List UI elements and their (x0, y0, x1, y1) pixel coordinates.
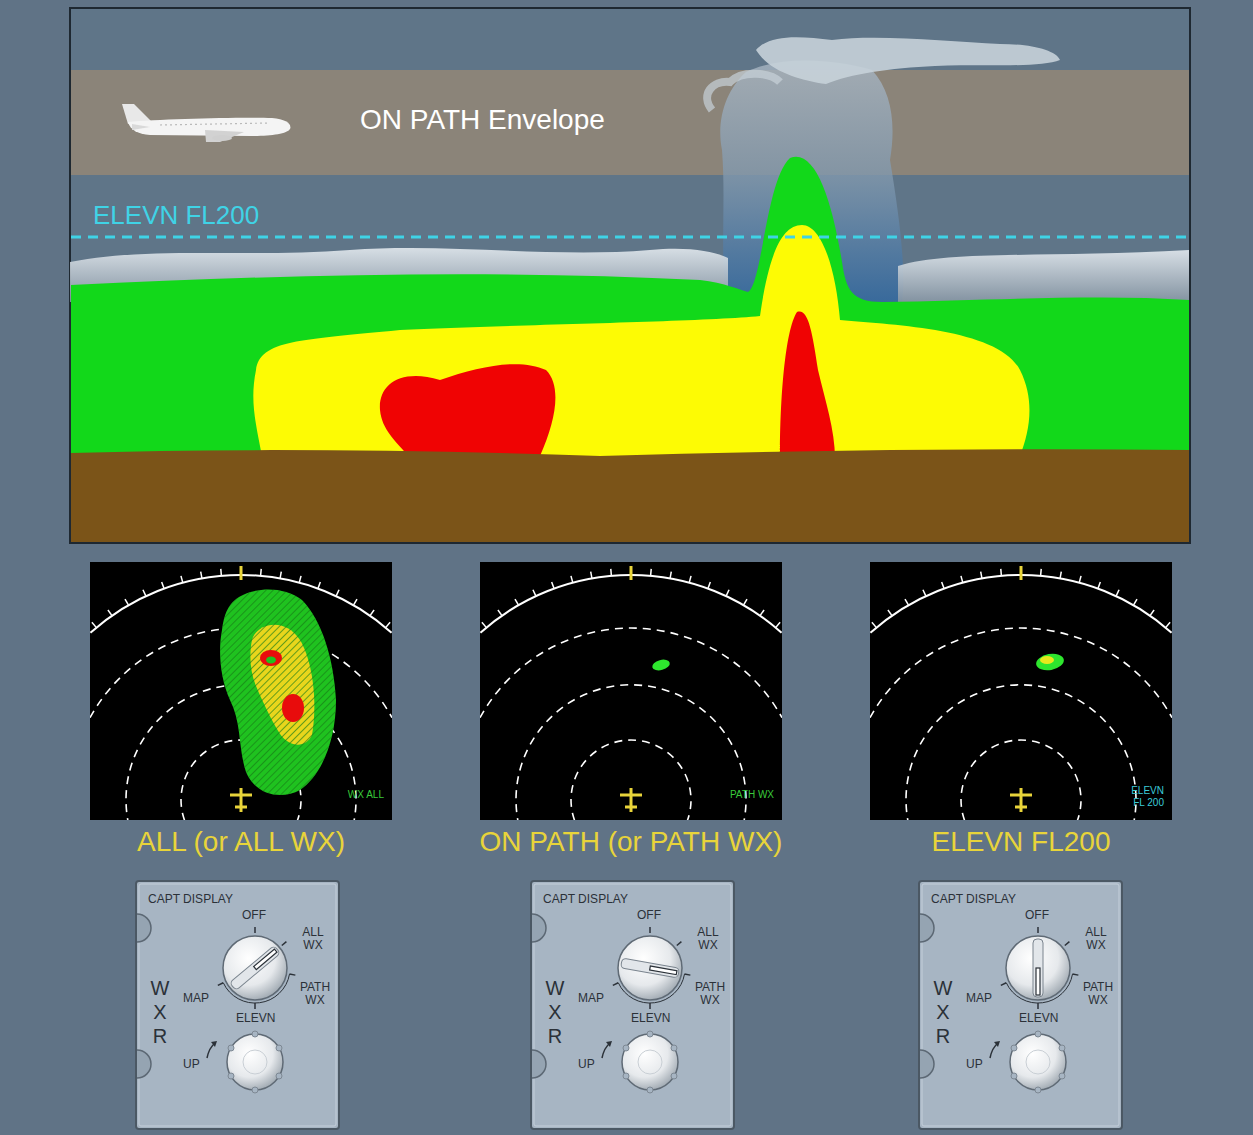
radar-display: WX ALL (90, 562, 392, 820)
ground (71, 449, 1189, 542)
stratus-cloud (898, 250, 1189, 302)
panel-legend: ELEVN (236, 1012, 275, 1026)
panel-legend: WXR (933, 976, 953, 1048)
panel-legend: CAPT DISPLAY (543, 893, 628, 907)
on-path-band (71, 70, 1189, 175)
radar-display: ELEVN FL 200 (870, 562, 1172, 820)
panel-legend: MAP (578, 992, 604, 1006)
red-reflectivity (380, 364, 556, 458)
on-path-envelope-band: ON PATH Envelope (70, 70, 1190, 175)
wxr-control-panel: CAPT DISPLAY OFF ALL WX PATH WX MAP ELEVN WXR U… (918, 880, 1123, 1130)
panel-legend: MAP (183, 992, 209, 1006)
wxr-control-panel: CAPT DISPLAY OFF ALL WX PATH WX MAP ELEVN WXR U… (530, 880, 735, 1130)
panel-legend: MAP (966, 992, 992, 1006)
panel-legend: ELEVN (1019, 1012, 1058, 1026)
green-reflectivity (71, 157, 1189, 458)
mode-caption: ON PATH (or PATH WX) (431, 826, 831, 858)
yellow-reflectivity (253, 225, 1029, 456)
radar-display-screen (480, 562, 782, 839)
panel-legend: PATH WX (293, 981, 337, 1007)
mode-annunciation: PATH WX (730, 789, 774, 801)
panel-legend: OFF (1025, 909, 1049, 923)
mode-annunciation: ELEVN FL 200 (1126, 785, 1164, 808)
band-title: ON PATH Envelope (360, 104, 605, 136)
wxr-control-panel (136, 881, 339, 1129)
red-reflectivity (780, 312, 835, 458)
panel-legend: WXR (150, 976, 170, 1048)
selector-pointer (621, 958, 680, 978)
elevation-label: ELEVN FL200 (93, 200, 259, 231)
radar-weather-elevn (1035, 652, 1065, 673)
airplane (122, 104, 290, 142)
selector-pointer (1033, 939, 1043, 997)
wxr-control-panel (531, 881, 734, 1129)
panel-legend: UP (578, 1058, 595, 1072)
mode-annunciation: WX ALL (348, 789, 384, 801)
panel-legend: WXR (545, 976, 565, 1048)
radar-display-screen (870, 562, 1172, 839)
mode-caption: ELEVN FL200 (821, 826, 1221, 858)
radar-weather-path (651, 658, 671, 672)
cross-section-illustration (70, 8, 1190, 543)
anvil-cloud (756, 37, 1060, 84)
panel-legend: OFF (637, 909, 661, 923)
panel-legend: PATH WX (688, 981, 732, 1007)
radar-display-screen (90, 562, 392, 839)
panel-legend: CAPT DISPLAY (931, 893, 1016, 907)
panel-legend: ALL WX (690, 926, 726, 952)
panel-legend: UP (966, 1058, 983, 1072)
panel-legend: ALL WX (295, 926, 331, 952)
radar-display: PATH WX (480, 562, 782, 820)
mode-caption: ALL (or ALL WX) (41, 826, 441, 858)
panel-legend: CAPT DISPLAY (148, 893, 233, 907)
panel-legend: ALL WX (1078, 926, 1114, 952)
elevation-line (71, 236, 1189, 239)
panel-legend: UP (183, 1058, 200, 1072)
radar-weather-all (220, 589, 336, 795)
selector-pointer (230, 946, 281, 991)
panel-legend: ELEVN (631, 1012, 670, 1026)
panel-legend: PATH WX (1076, 981, 1120, 1007)
wxr-control-panel: CAPT DISPLAY OFF ALL WX PATH WX MAP ELEVN WXR U… (135, 880, 340, 1130)
wxr-control-panel (919, 881, 1122, 1129)
panel-legend: OFF (242, 909, 266, 923)
